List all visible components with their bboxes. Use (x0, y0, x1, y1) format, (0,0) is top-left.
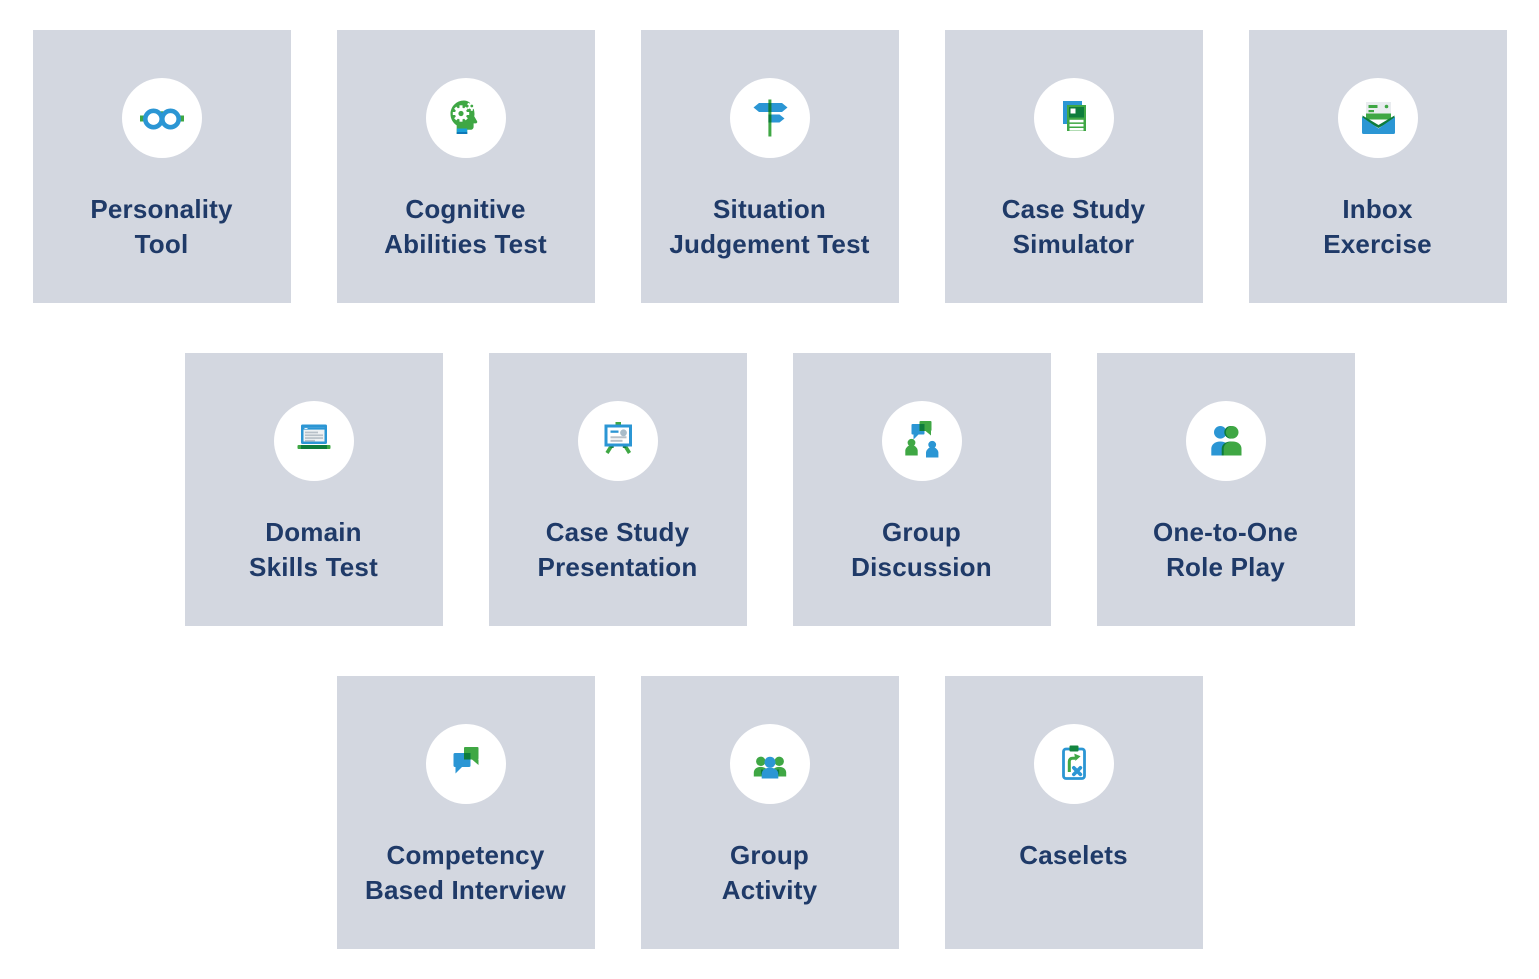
card-competency-based-interview[interactable]: Competency Based Interview (336, 676, 595, 949)
label-line: Group (882, 517, 961, 547)
card-label: Group Activity (722, 838, 818, 908)
document-stack-icon (1062, 101, 1086, 131)
card-label: Cognitive Abilities Test (384, 192, 547, 262)
label-line: Inbox (1342, 194, 1413, 224)
icon-circle (729, 78, 810, 158)
card-label: Caselets (1019, 838, 1128, 873)
card-label: Domain Skills Test (249, 515, 378, 585)
icon-circle (425, 724, 506, 804)
card-caselets[interactable]: Caselets (944, 676, 1203, 949)
laptop-icon (297, 424, 330, 449)
easel-presentation-icon (604, 422, 632, 454)
open-envelope-icon (1361, 102, 1395, 134)
icon-circle (425, 78, 506, 158)
label-line: Case Study (1001, 194, 1146, 224)
icon-circle (1033, 78, 1114, 158)
label-line: Role Play (1166, 552, 1285, 582)
label-line: Cognitive (405, 194, 526, 224)
grid-row-1: Personality Tool (0, 30, 1539, 303)
icon-circle (1185, 401, 1266, 481)
icon-circle (729, 724, 810, 804)
card-label: Case Study Presentation (538, 515, 698, 585)
card-group-activity[interactable]: Group Activity (640, 676, 899, 949)
card-inbox-exercise[interactable]: Inbox Exercise (1248, 30, 1507, 303)
card-domain-skills-test[interactable]: Domain Skills Test (184, 353, 443, 626)
icon-circle (577, 401, 658, 481)
card-group-discussion[interactable]: Group Discussion (792, 353, 1051, 626)
label-line: Simulator (1012, 229, 1135, 259)
label-line: Case Study (545, 517, 690, 547)
card-case-study-simulator[interactable]: Case Study Simulator (944, 30, 1203, 303)
three-people-icon (753, 756, 786, 779)
label-line: Exercise (1323, 229, 1432, 259)
label-line: Group (730, 840, 809, 870)
icon-circle (1337, 78, 1418, 158)
label-line: Judgement Test (669, 229, 870, 259)
label-line: One-to-One (1153, 517, 1298, 547)
card-label: Personality Tool (90, 192, 232, 262)
two-people-icon (1210, 426, 1241, 456)
card-label: Situation Judgement Test (669, 192, 869, 262)
card-label: One-to-One Role Play (1153, 515, 1298, 585)
speech-bubbles-icon (453, 747, 478, 774)
label-line: Competency (386, 840, 545, 870)
icon-circle (881, 401, 962, 481)
label-line: Activity (721, 875, 818, 905)
icon-circle (1033, 724, 1114, 804)
label-line: Presentation (537, 552, 698, 582)
grid-row-2: Domain Skills Test (0, 353, 1539, 626)
grid-row-3: Competency Based Interview Group (0, 676, 1539, 949)
card-one-to-one-role-play[interactable]: One-to-One Role Play (1096, 353, 1355, 626)
icon-circle (273, 401, 354, 481)
label-line: Based Interview (365, 875, 566, 905)
card-label: Competency Based Interview (365, 838, 566, 908)
label-line: Skills Test (249, 552, 378, 582)
icon-circle (121, 78, 202, 158)
assessment-tools-grid: Personality Tool (0, 30, 1539, 949)
label-line: Caselets (1019, 840, 1128, 870)
label-line: Tool (134, 229, 189, 259)
label-line: Domain (265, 517, 362, 547)
card-personality-tool[interactable]: Personality Tool (32, 30, 291, 303)
people-chat-icon (904, 421, 938, 458)
card-label: Group Discussion (851, 515, 992, 585)
clipboard-icon (1061, 745, 1086, 780)
card-case-study-presentation[interactable]: Case Study Presentation (488, 353, 747, 626)
label-line: Situation (712, 194, 826, 224)
label-line: Abilities Test (384, 229, 547, 259)
card-label: Case Study Simulator (1002, 192, 1146, 262)
card-cognitive-abilities-test[interactable]: Cognitive Abilities Test (336, 30, 595, 303)
glasses-icon (139, 108, 184, 130)
label-line: Personality (90, 194, 233, 224)
head-gears-icon (450, 100, 477, 134)
signpost-icon (753, 99, 787, 137)
card-situation-judgement-test[interactable]: Situation Judgement Test (640, 30, 899, 303)
label-line: Discussion (851, 552, 992, 582)
card-label: Inbox Exercise (1323, 192, 1432, 262)
